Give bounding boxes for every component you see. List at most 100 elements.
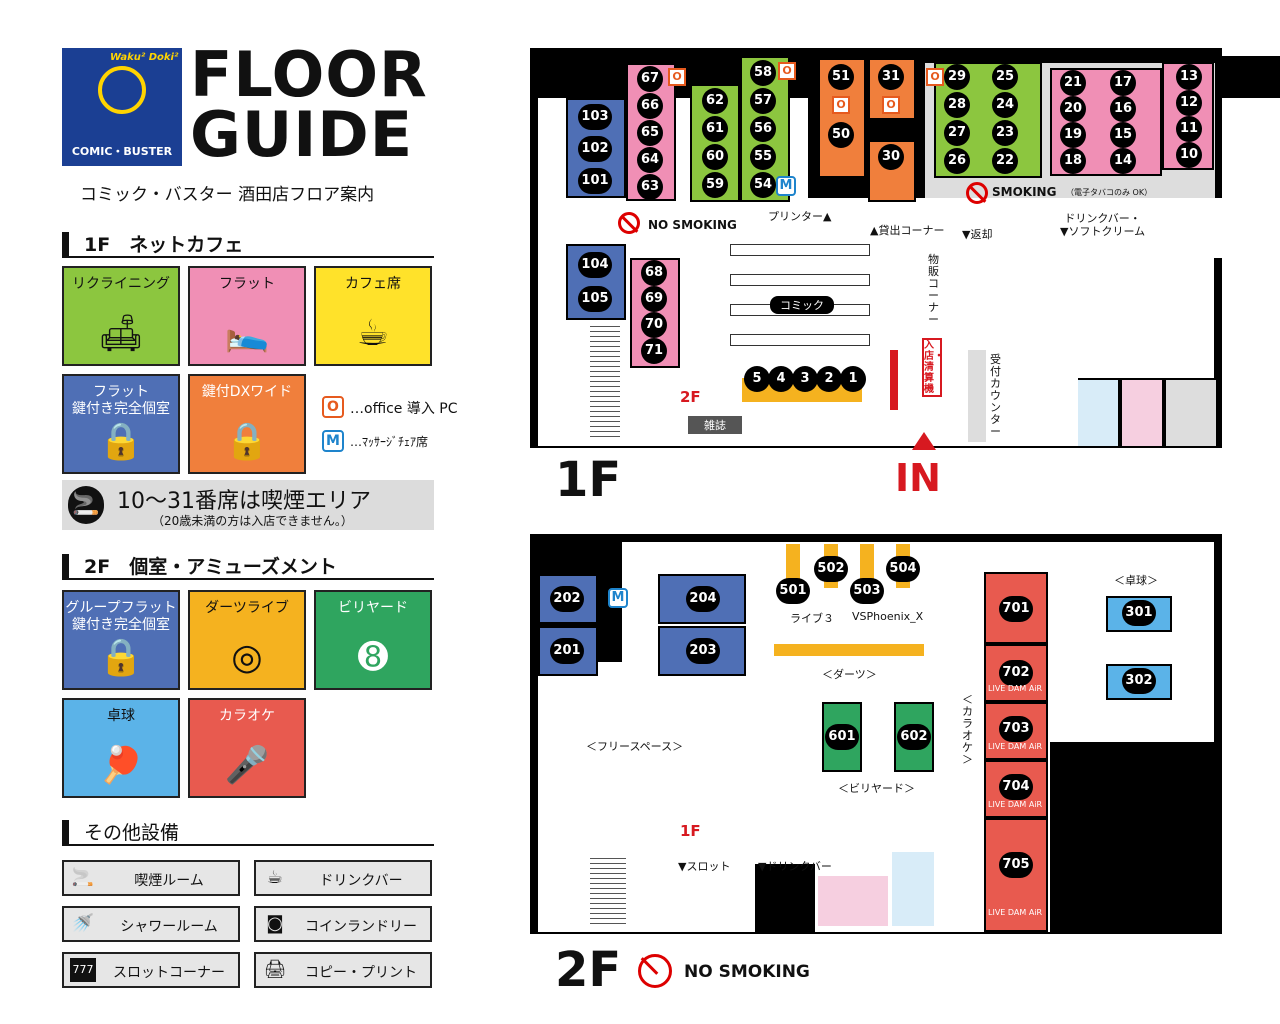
logo-text: COMIC・BUSTER — [71, 145, 173, 158]
office-icon: O — [882, 96, 900, 114]
section-1f-heading: 1F ネットカフェ — [62, 230, 434, 258]
floor1-drink: ドリンクバー・ ▼ソフトクリーム — [1060, 212, 1146, 238]
seats1f-pink_right3-3: 10 — [1176, 142, 1202, 168]
smoking_notice-line1: 10～31番席は喫煙エリア — [117, 489, 371, 514]
flat-icon: 🛌 — [224, 313, 270, 354]
f2_tiles-3-label: 卓球 — [107, 708, 135, 724]
floor2-billiards: ＜ビリヤード＞ — [838, 782, 915, 795]
seats2f-pingpong-1: 302 — [1122, 668, 1156, 694]
floor2-karaoke: ＜カラオケ＞ — [962, 693, 973, 766]
seats2f-pingpong-0: 301 — [1122, 600, 1156, 626]
facilities-4-label: スロットコーナー — [113, 965, 225, 981]
entrance-arrow-icon — [912, 432, 936, 450]
sections-f2_title: 2F 個室・アミューズメント — [84, 556, 337, 578]
floor2-drink: ▼ドリンクバー — [758, 860, 832, 873]
locked-flat-icon: 🔒 — [98, 421, 144, 462]
dx-wide-icon: 🔒 — [224, 421, 270, 462]
seats1f-blue_top-2: 101 — [578, 168, 612, 194]
f2_tiles-1-label: ダーツライブ — [205, 600, 289, 616]
seats1f-pink_mid-3: 71 — [641, 338, 667, 364]
seats1f-pink_col-1: 66 — [637, 93, 663, 119]
f1_tiles-4-label: 鍵付DXワイド — [201, 384, 293, 400]
legend-office: …office 導入 PC — [350, 401, 458, 417]
seats2f-billiards-0: 601 — [825, 724, 859, 750]
tile-reclining: リクライニング🛋 — [62, 266, 180, 366]
seats1f-orange2-1: 30 — [878, 144, 904, 170]
drink-bar-icon: ☕ — [266, 867, 284, 888]
sections-f1_title: 1F ネットカフェ — [84, 234, 244, 256]
massage-icon: M — [776, 176, 796, 196]
floor2-live_dam: LIVE DAM AiR — [988, 742, 1043, 751]
massage-icon: M — [608, 588, 628, 608]
floor2-live3: ライブ３ — [790, 612, 834, 625]
laundry-icon: ◙ — [266, 913, 284, 934]
facility-slot: 777 スロットコーナー — [62, 952, 240, 988]
office-icon: O — [778, 62, 796, 80]
tile-flat-private: フラット 鍵付き完全個室🔒 — [62, 374, 180, 474]
facilities-1-label: ドリンクバー — [319, 873, 403, 889]
seats1f-pink_right1-1: 20 — [1060, 96, 1086, 122]
seats1f-green_col1-1: 61 — [702, 116, 728, 142]
seats1f-green_right1-3: 26 — [944, 148, 970, 174]
seats1f-orange1-1: 50 — [828, 122, 854, 148]
floor1-sales: 物販コーナー — [928, 253, 939, 326]
facilities-0-label: 喫煙ルーム — [134, 873, 204, 889]
seats2f-karaoke-3: 704 — [999, 774, 1033, 800]
seats1f-cafe-1: 4 — [768, 366, 794, 392]
seats1f-green_col2-2: 56 — [750, 116, 776, 142]
floor1-reception: 受付カウンター — [990, 353, 1001, 438]
seats1f-green_col2-1: 57 — [750, 88, 776, 114]
seats2f-rooms_left-2: 204 — [686, 586, 720, 612]
seats1f-pink_right3-1: 12 — [1176, 90, 1202, 116]
seats1f-green_right2-2: 23 — [992, 120, 1018, 146]
seats2f-darts-2: 503 — [850, 578, 884, 604]
seats1f-green_col1-3: 59 — [702, 172, 728, 198]
floor1-no_smoking: NO SMOKING — [648, 218, 737, 232]
eight-ball-icon: ➑ — [357, 637, 389, 678]
floor2-slot: ▼スロット — [678, 860, 731, 873]
floor2-free_space: ＜フリースペース＞ — [586, 740, 684, 753]
page-subtitle: コミック・バスター 酒田店フロア案内 — [80, 185, 375, 205]
reclining-icon: 🛋 — [98, 313, 144, 354]
f2_tiles-2-label: ビリヤード — [338, 600, 408, 616]
no-smoking-icon — [966, 182, 988, 204]
seats1f-cafe-4: 1 — [840, 366, 866, 392]
facility-drink-bar: ☕ ドリンクバー — [254, 860, 432, 896]
seats1f-green_right1-0: 29 — [944, 64, 970, 90]
seats1f-blue_top-0: 103 — [578, 104, 612, 130]
seats1f-pink_right3-2: 11 — [1176, 116, 1202, 142]
floor-1f-map: 103 102 101 67 66 65 64 63 O 62 61 60 59… — [530, 48, 1280, 448]
seats1f-green_col2-3: 55 — [750, 144, 776, 170]
slot-icon: 777 — [70, 958, 96, 982]
seats2f-rooms_left-0: 202 — [550, 586, 584, 612]
seats1f-orange2-0: 31 — [878, 64, 904, 90]
seats1f-green_col1-2: 60 — [702, 144, 728, 170]
floor1-rental: ▲貸出コーナー — [870, 224, 945, 237]
tile-flat: フラット🛌 — [188, 266, 306, 366]
no-smoking-icon — [638, 954, 672, 988]
copier-icon: 🖨 — [263, 959, 287, 980]
seats1f-green_col1-0: 62 — [702, 88, 728, 114]
office-icon: O — [926, 68, 944, 86]
seats1f-orange1-0: 51 — [828, 64, 854, 90]
seats1f-pink_right3-0: 13 — [1176, 64, 1202, 90]
floor-1f-label: 1F — [555, 452, 622, 508]
facility-copier: 🖨コピー・プリント — [254, 952, 432, 988]
seats1f-green_right1-1: 28 — [944, 92, 970, 118]
seats1f-green_right1-2: 27 — [944, 120, 970, 146]
section-other-heading: その他設備 — [62, 818, 434, 846]
floor2-live_dam: LIVE DAM AiR — [988, 800, 1043, 809]
seats1f-green_right2-3: 22 — [992, 148, 1018, 174]
floor1-printer: プリンター▲ — [768, 210, 832, 223]
tile-billiards: ビリヤード ➑ — [314, 590, 432, 690]
seats1f-pink_right2-1: 16 — [1110, 96, 1136, 122]
seats1f-pink_col-4: 63 — [637, 174, 663, 200]
page-title-line2: GUIDE — [190, 98, 414, 171]
floor2-live_dam: LIVE DAM AiR — [988, 908, 1043, 917]
seats1f-pink_mid-1: 69 — [641, 286, 667, 312]
group-flat-icon: 🔒 — [98, 637, 144, 678]
brand-logo: Waku² Doki² COMIC・BUSTER — [62, 48, 182, 166]
tile-group-flat: グループフラット 鍵付き完全個室🔒 — [62, 590, 180, 690]
smoking-area-icon: 🚬 — [68, 486, 104, 524]
section-2f-heading: 2F 個室・アミューズメント — [62, 552, 434, 580]
